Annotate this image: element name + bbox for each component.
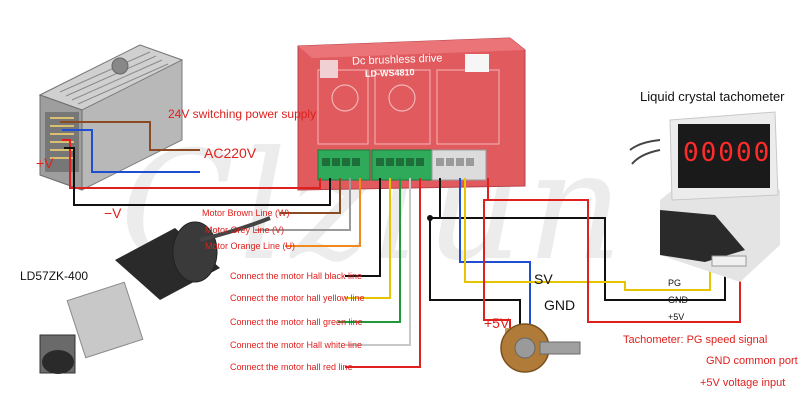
junction-dot [427,215,433,221]
wire-pg-yellow [464,178,711,291]
wiring [60,121,741,368]
motor-wire-orange-label: Motor Orange Line (U) [205,241,296,251]
power-supply-unit [38,44,184,191]
wire-hall-green [338,178,401,323]
wire-plus5v-pot [483,178,511,330]
driver-model: LD-WS4810 [364,67,415,79]
wire-hall-red [345,178,421,368]
wire-gnd-tach [430,217,660,301]
pot-plus5v-label: +5V [484,315,510,331]
ac-input-label: AC220V [204,145,257,161]
wire-hall-yellow [345,178,391,299]
motor-gearbox [66,281,144,359]
hall-white-label: Connect the motor Hall white line [230,340,363,350]
hall-green-label: Connect the motor hall green line [230,317,363,327]
wire-ac-blue [62,129,200,173]
wire-gnd-common [429,178,521,330]
tach-note-gnd: GND common port [706,355,798,367]
wire-plus-v [62,139,321,189]
tach-pin-plus5v: +5V [668,312,685,322]
motor-assembly [39,216,271,374]
wire-sv-blue [459,178,531,330]
hall-yellow-label: Connect the motor hall yellow line [230,293,365,303]
driver-logo [320,60,338,78]
tachometer-unit [629,111,780,282]
power-supply-vents [59,51,169,105]
tachometer-display [678,124,770,188]
motor-model-label: LD57ZK-400 [20,269,89,283]
power-supply-title: 24V switching power supply [168,107,317,121]
wire-ac-brown [60,121,200,151]
tach-pin-pg: PG [668,278,682,288]
plus-v-label: +V [36,155,54,171]
tachometer-connector [711,255,747,267]
wire-minus-v [64,147,331,206]
pot-sv-label: SV [534,271,553,287]
potentiometer [500,323,581,373]
wire-motor-brown [280,178,341,214]
wire-motor-grey [255,178,351,231]
tachometer-title: Liquid crystal tachometer [640,89,785,104]
pot-gnd-label: GND [544,297,576,313]
motor-wire-brown-label: Motor Brown Line (W) [202,208,290,218]
hall-red-label: Connect the motor hall red line [230,362,353,372]
tach-note-plus5v: +5V voltage input [700,377,786,389]
tach-pin-gnd: GND [668,295,688,305]
fan-grille [111,57,129,75]
wire-hall-black [345,178,381,277]
wire-hall-white [345,178,411,346]
wire-plus5v-tach [488,199,741,323]
tach-note-pg: Tachometer: PG speed signal [623,334,768,346]
wire-motor-orange [285,178,361,247]
tachometer-digits: 00000 [683,138,772,168]
brushless-driver [297,37,526,191]
motor-wire-grey-label: Motor Grey Line (V) [205,225,285,235]
hall-black-label: Connect the motor Hall black line [230,271,363,281]
driver-qr-code [465,54,489,72]
minus-v-label: −V [104,205,122,221]
